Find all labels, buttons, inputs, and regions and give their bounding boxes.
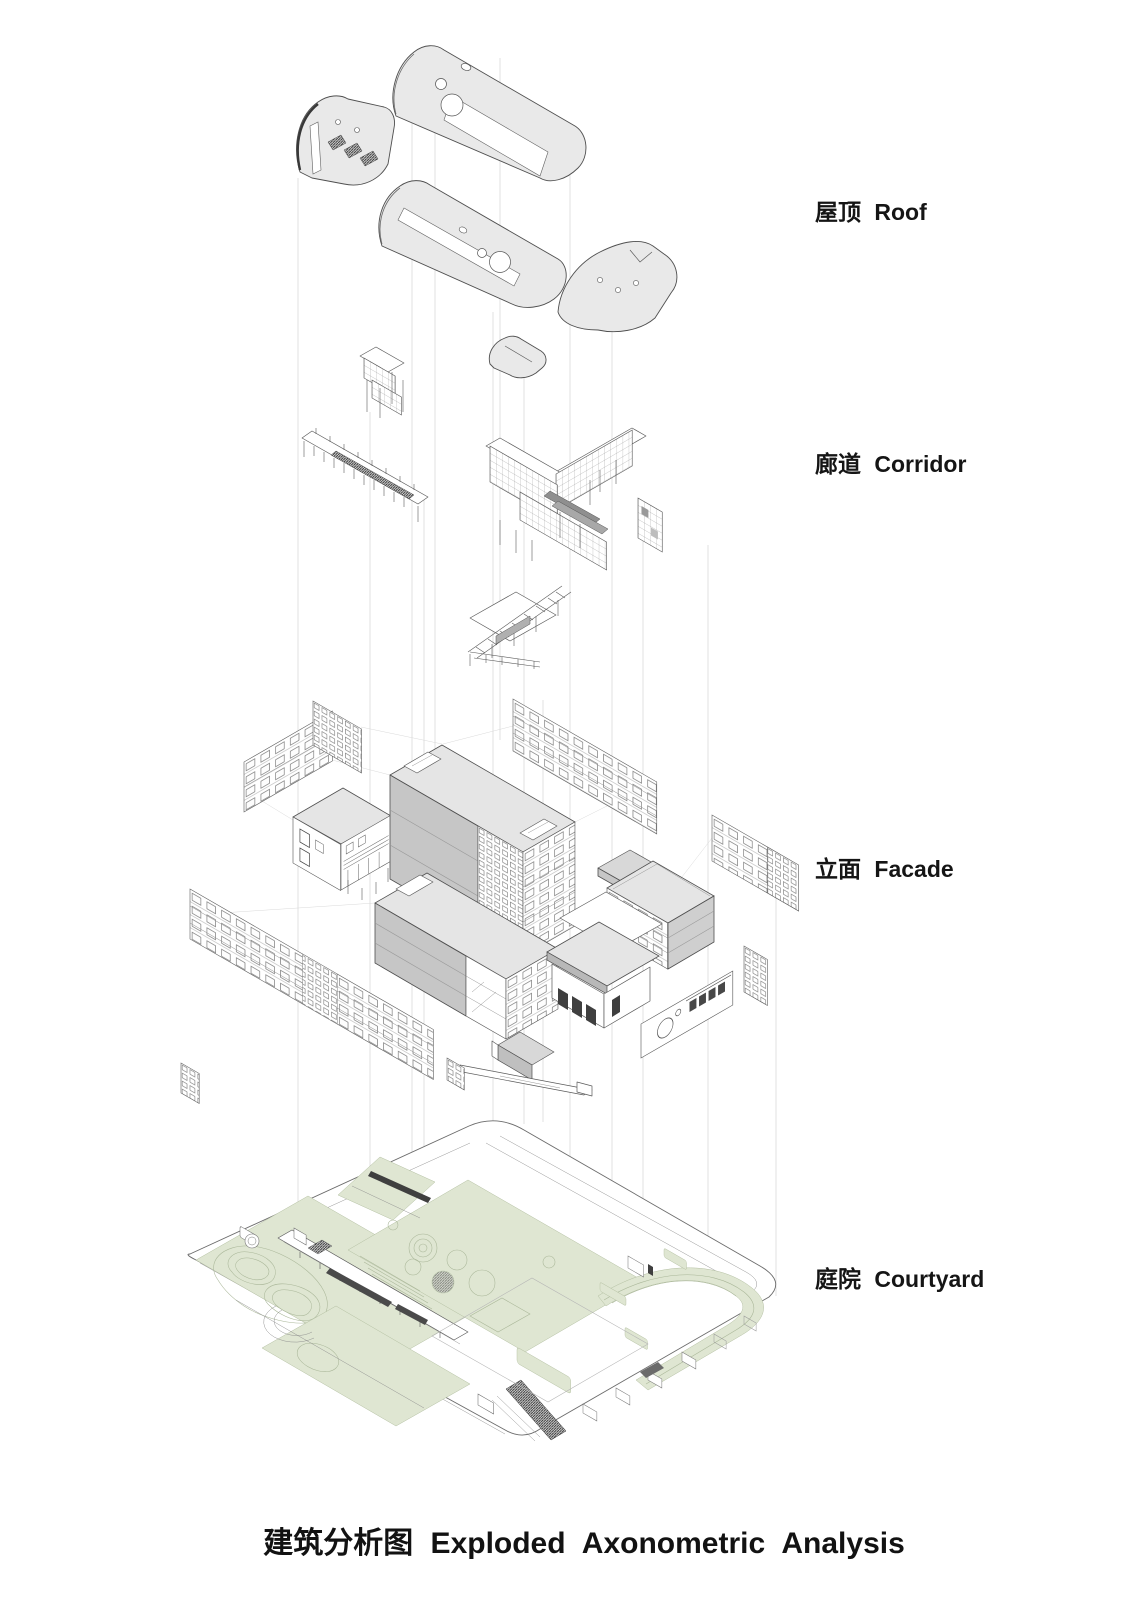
skylight <box>395 874 434 897</box>
courtyard-linear-building <box>239 1226 469 1345</box>
courtyard-bottom-stair <box>477 1362 664 1442</box>
facade-long-tray <box>446 1057 593 1097</box>
corridor-long-canopy <box>301 428 429 522</box>
roof-vault-large-middle <box>378 180 567 308</box>
courtyard-layer <box>187 1120 777 1442</box>
layer-labels: 屋顶 Roof 廊道 Corridor 立面 Facade 庭院 Courtya… <box>815 199 984 1292</box>
diagram-title: 建筑分析图 Exploded Axonometric Analysis <box>263 1526 905 1560</box>
courtyard-planters <box>516 1248 687 1394</box>
label-corridor: 廊道 Corridor <box>815 451 966 477</box>
corridor-pergola <box>467 585 572 669</box>
facade-panel-left-long-strip <box>189 888 434 1081</box>
skylight <box>519 818 558 841</box>
roof-vault-large-top <box>392 45 587 182</box>
facade-hall <box>546 891 663 1029</box>
facade-wall-circle <box>640 970 734 1059</box>
facade-panel-small-dense <box>743 945 768 1007</box>
facade-panel-right-mid <box>711 814 799 912</box>
corridor-small-panel <box>637 497 663 553</box>
courtyard-lawn-lower-left <box>235 1299 471 1427</box>
corridor-t-building <box>485 427 647 571</box>
facade-layer <box>180 698 799 1105</box>
facade-mass-2 <box>374 872 559 1040</box>
facade-panel-above-house <box>312 700 362 774</box>
facade-small-gray-box <box>491 1031 555 1081</box>
skylight <box>403 751 442 774</box>
facade-house <box>292 787 392 900</box>
facade-panel-right-upper <box>512 698 658 835</box>
corridor-layer <box>301 346 663 669</box>
courtyard-court-outline <box>431 1277 649 1403</box>
corridor-stilt-box <box>359 346 405 418</box>
roof-vault-tiny <box>488 335 547 379</box>
roof-layer <box>296 45 678 379</box>
label-courtyard: 庭院 Courtyard <box>815 1266 984 1292</box>
courtyard-edge-boxes <box>582 1255 757 1422</box>
roof-shell-right <box>557 241 678 333</box>
label-facade: 立面 Facade <box>815 856 954 882</box>
facade-panel-left-edge-bit <box>180 1062 200 1105</box>
courtyard-entry-stair <box>337 1156 436 1221</box>
label-roof: 屋顶 Roof <box>815 199 927 225</box>
roof-vault-small-left <box>296 95 395 186</box>
